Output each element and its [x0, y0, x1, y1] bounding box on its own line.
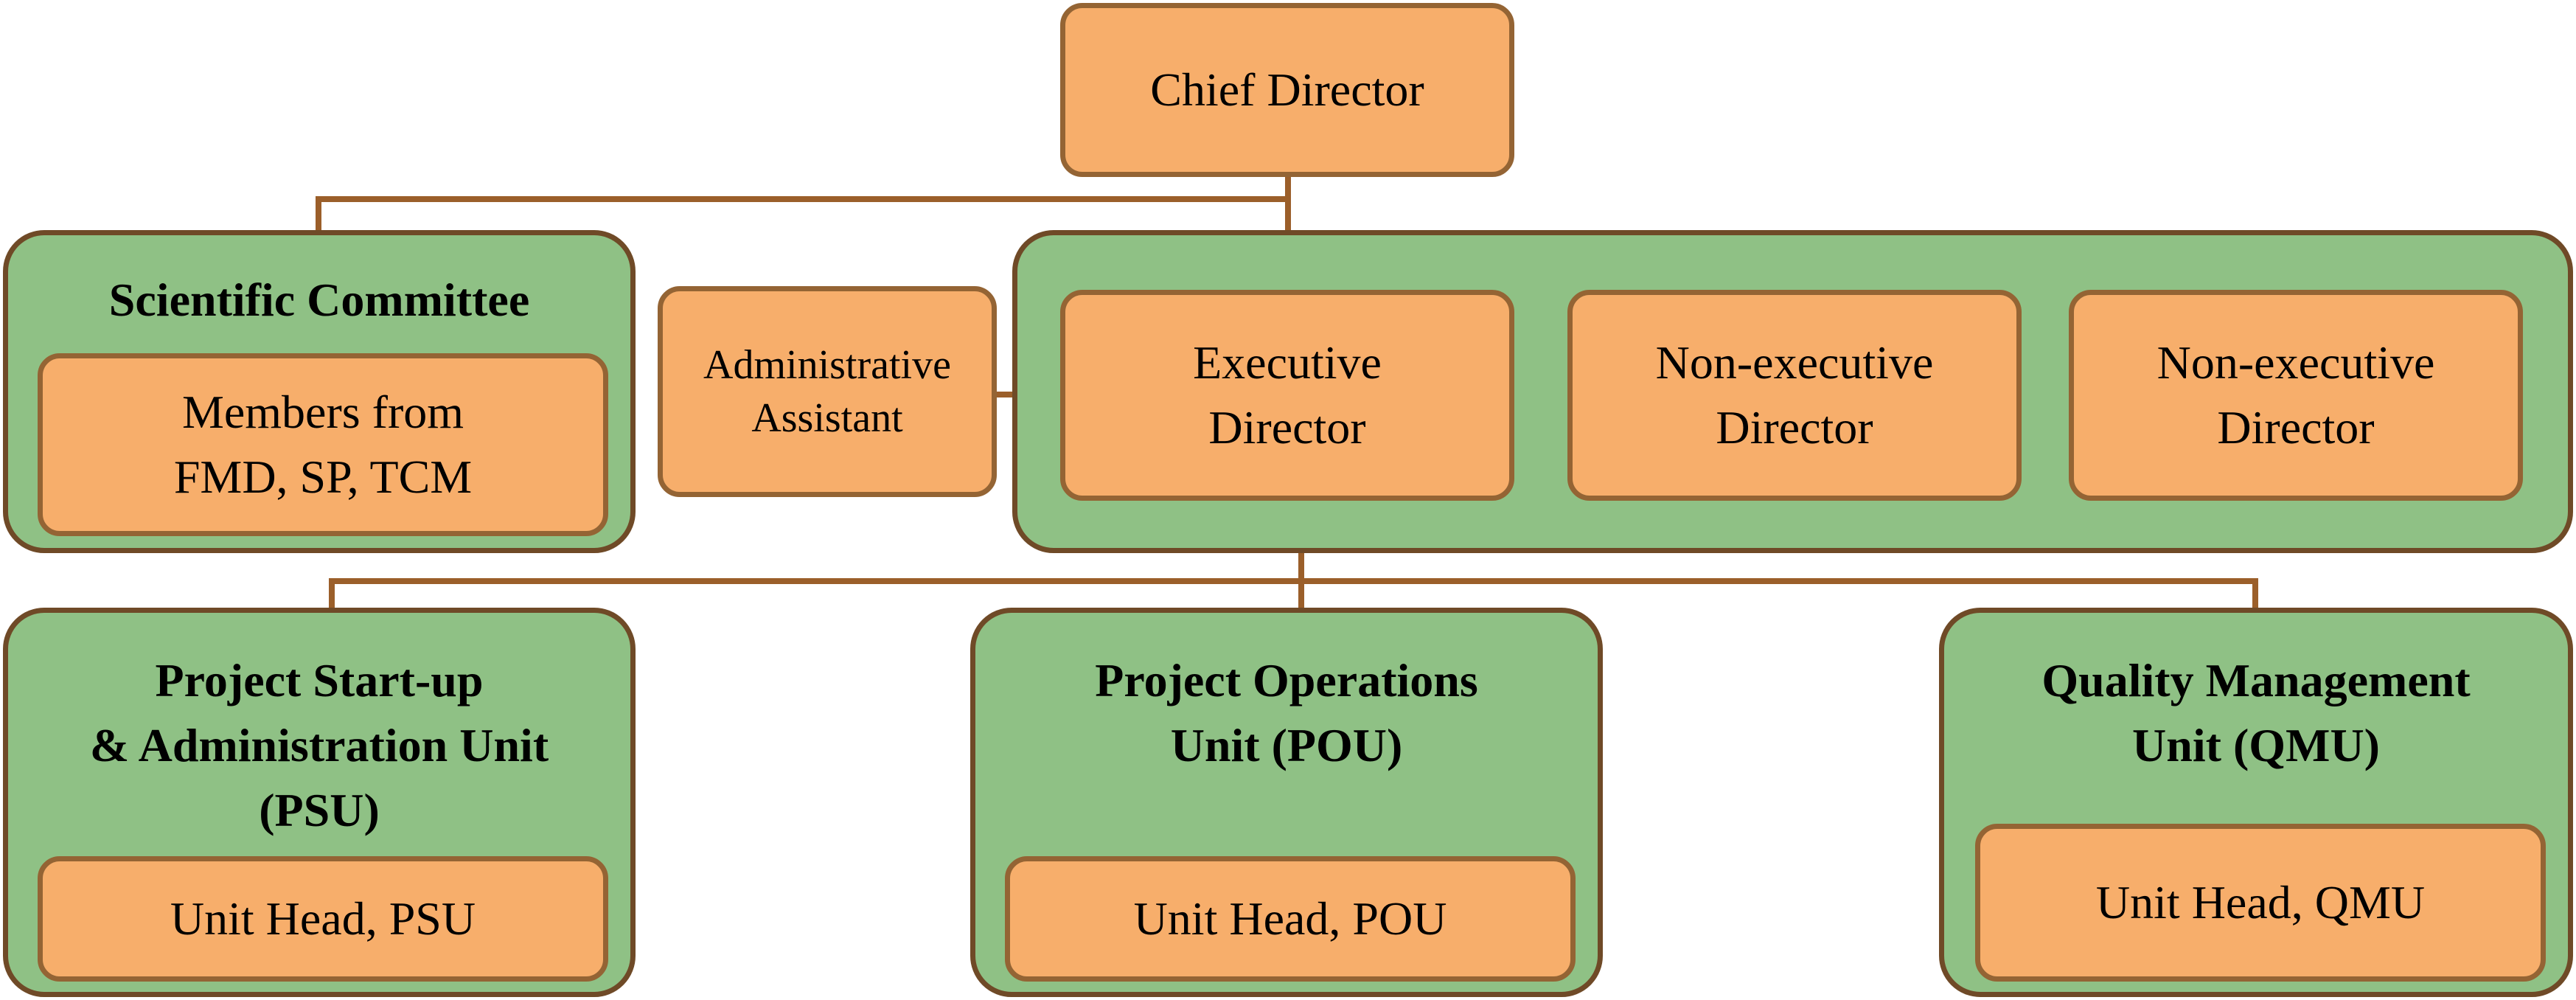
- connector-top-horizontal: [316, 196, 1291, 202]
- scientific-committee-members-label: Members from FMD, SP, TCM: [173, 386, 473, 503]
- scientific-committee-title: Scientific Committee: [108, 274, 530, 326]
- scientific-committee-members-box: Members from FMD, SP, TCM: [38, 353, 608, 536]
- non-executive-director-box: Non-executive Director: [2069, 290, 2523, 501]
- chief-director-box: Chief Director: [1060, 3, 1514, 177]
- administrative-assistant-box: Administrative Assistant: [658, 286, 997, 497]
- qmu-unit-title: Quality Management Unit (QMU): [2041, 654, 2471, 771]
- pou-unit-head-box: Unit Head, POU: [1005, 856, 1576, 982]
- board-of-directors-group: Executive Director Non-executive Directo…: [1012, 230, 2573, 553]
- non-executive-director-box: Non-executive Director: [1567, 290, 2022, 501]
- qmu-unit-head-box: Unit Head, QMU: [1975, 824, 2546, 982]
- non-executive-director-label: Non-executive Director: [2156, 336, 2435, 454]
- pou-unit-group: Project Operations Unit (POU) Unit Head,…: [970, 608, 1603, 997]
- qmu-unit-group: Quality Management Unit (QMU) Unit Head,…: [1939, 608, 2573, 997]
- connector-to-psu: [329, 578, 335, 608]
- pou-unit-title: Project Operations Unit (POU): [1095, 654, 1478, 771]
- connector-assistant-to-board: [992, 392, 1014, 397]
- psu-unit-title: Project Start-up & Administration Unit (…: [89, 654, 549, 836]
- administrative-assistant-label: Administrative Assistant: [703, 342, 951, 441]
- executive-director-box: Executive Director: [1060, 290, 1514, 501]
- scientific-committee-group: Scientific Committee Members from FMD, S…: [3, 230, 636, 553]
- connector-to-scientific-committee: [316, 196, 321, 230]
- psu-unit-group: Project Start-up & Administration Unit (…: [3, 608, 636, 997]
- connector-bottom-horizontal: [329, 578, 2258, 584]
- psu-unit-head-label: Unit Head, PSU: [170, 892, 476, 945]
- executive-director-label: Executive Director: [1193, 336, 1382, 454]
- connector-to-qmu: [2252, 578, 2258, 608]
- qmu-unit-head-label: Unit Head, QMU: [2095, 876, 2426, 928]
- connector-chief-down: [1285, 174, 1291, 230]
- chief-director-label: Chief Director: [1150, 63, 1424, 116]
- psu-unit-head-box: Unit Head, PSU: [38, 856, 608, 982]
- pou-unit-head-label: Unit Head, POU: [1133, 892, 1447, 945]
- non-executive-director-label: Non-executive Director: [1655, 336, 1934, 454]
